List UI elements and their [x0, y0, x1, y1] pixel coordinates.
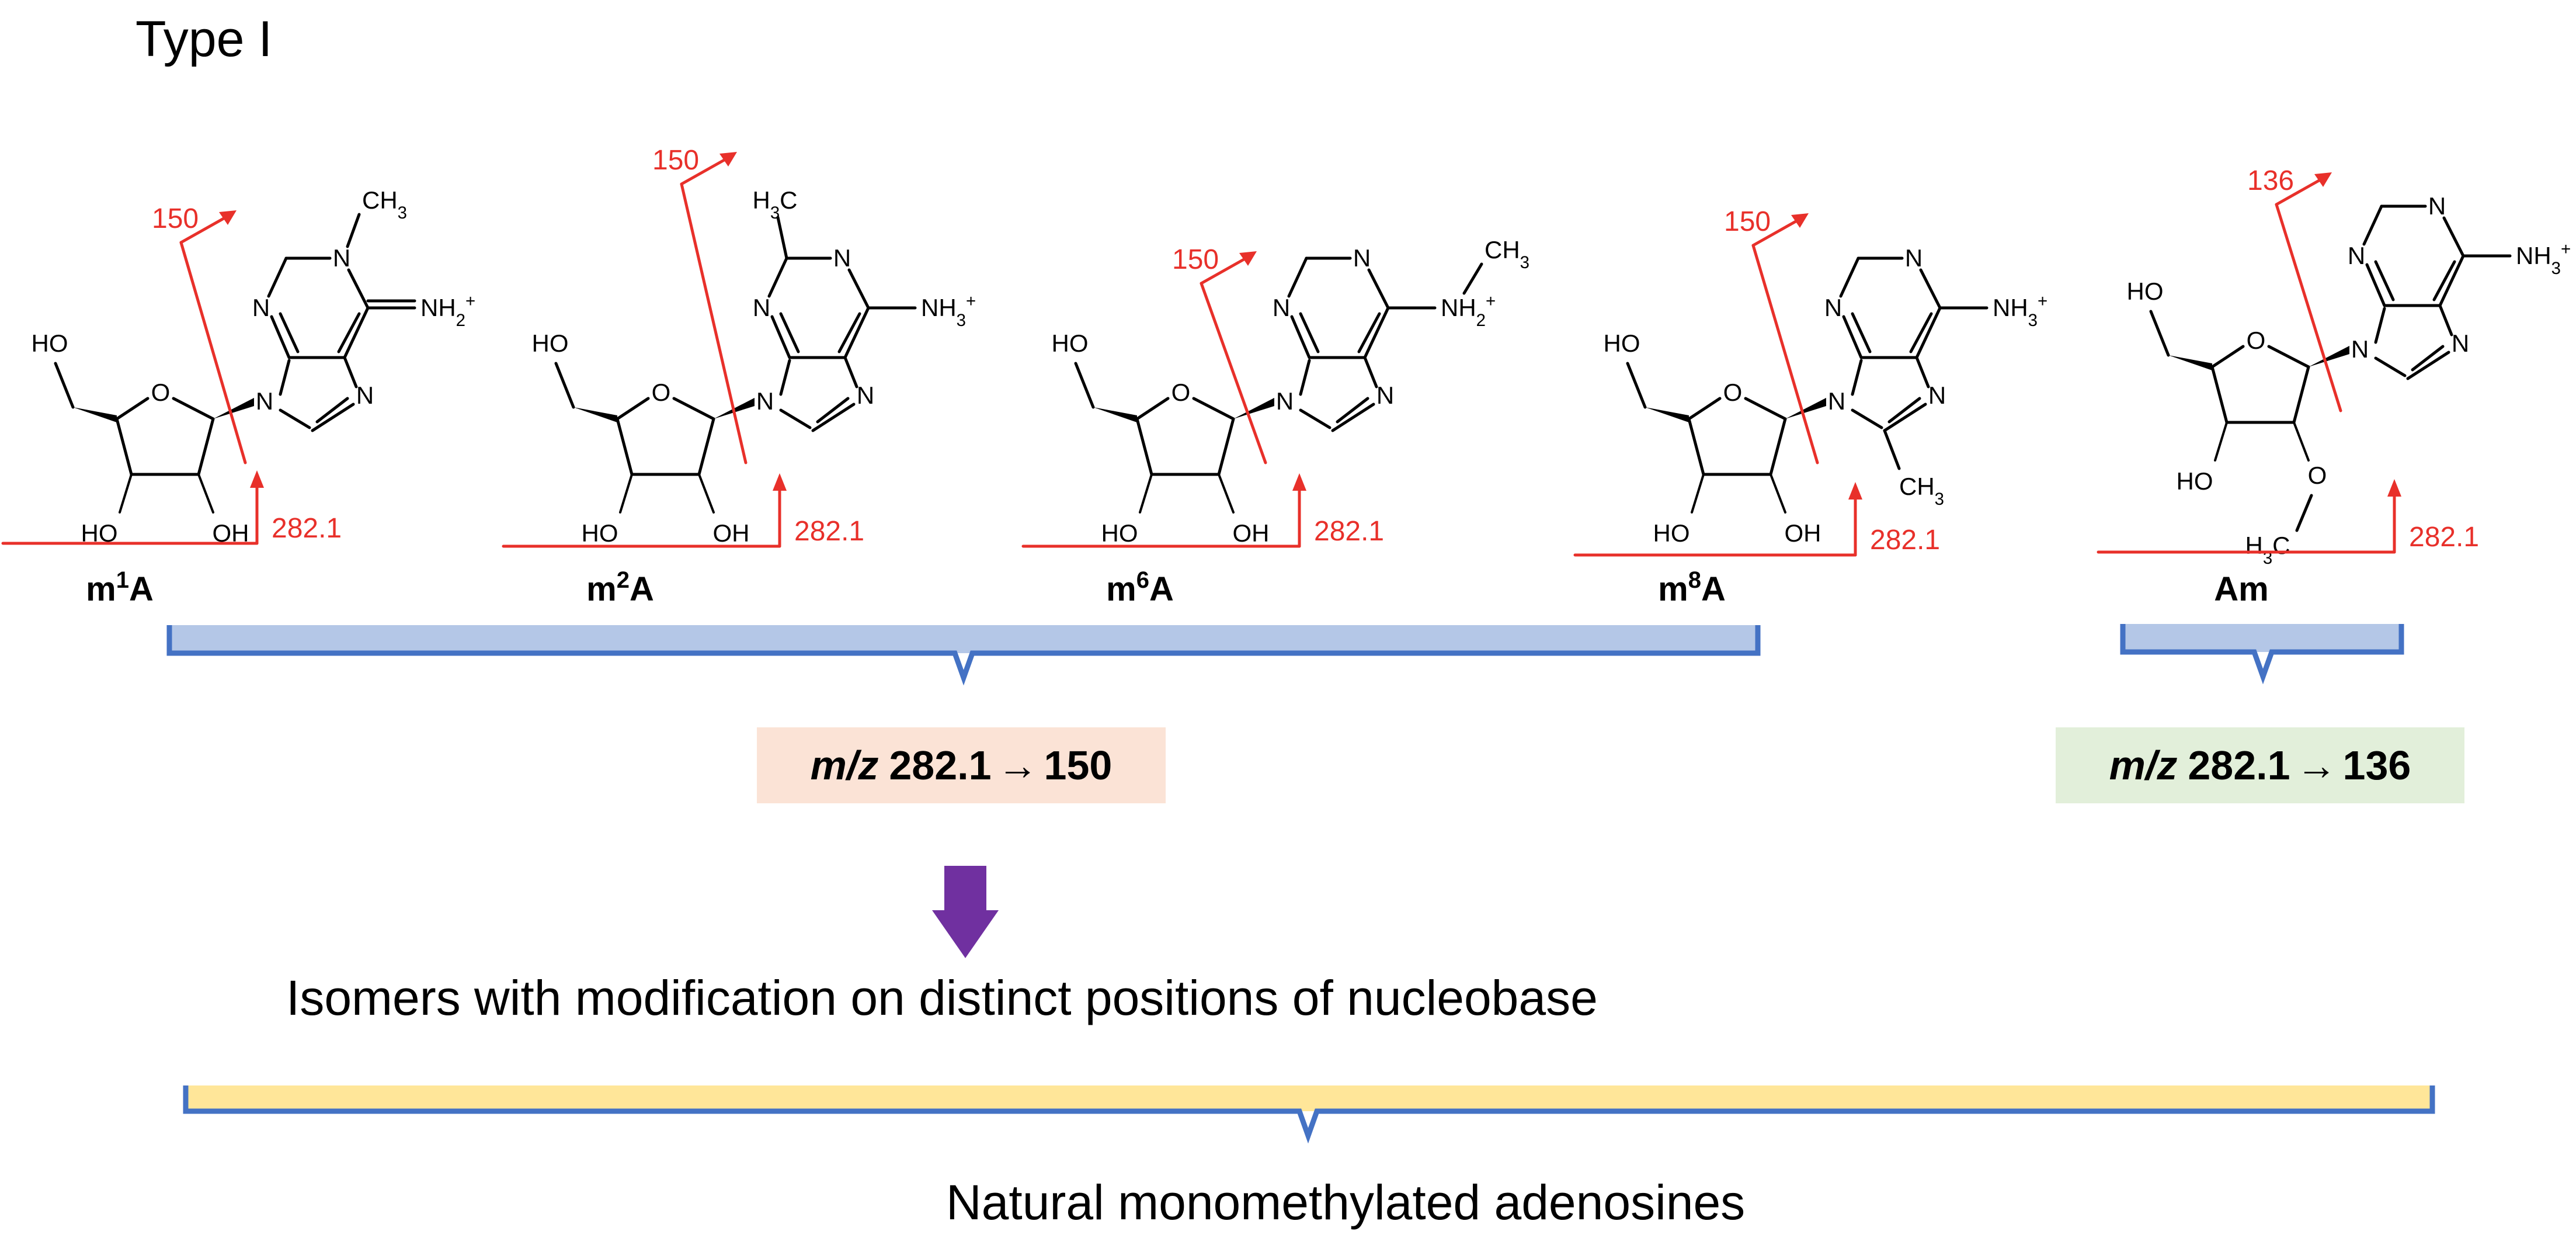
n3-label: N	[1824, 294, 1842, 321]
fragmentation-m8A: 150 282.1	[1573, 206, 1940, 557]
fragmentation-m2A: 150 282.1	[502, 145, 864, 548]
fragment-ion-label: 136	[2247, 165, 2294, 196]
fragment-ion-label: 150	[652, 145, 699, 176]
molecule-name-label: Am	[2214, 570, 2268, 608]
isomers-caption: Isomers with modification on distinct po…	[286, 970, 1598, 1025]
n9-label: N	[756, 387, 774, 415]
natural-caption: Natural monomethylated adenosines	[946, 1175, 1746, 1230]
n3-label: N	[1273, 294, 1290, 321]
fragment-ion-label: 150	[1172, 244, 1219, 275]
n1-label: N	[2428, 192, 2446, 220]
n3-label: N	[2348, 242, 2365, 269]
fragmentation-Am: 136 282.1	[2097, 165, 2479, 554]
ring-oxygen-label: O	[2247, 327, 2266, 354]
n7-label: N	[1928, 381, 1946, 409]
parent-ion-label: 282.1	[794, 516, 864, 547]
methyl-label: H3C	[752, 186, 797, 223]
parent-ion-label: 282.1	[2409, 522, 2479, 553]
transition-box-150: m/z 282.1 → 150	[757, 727, 1166, 803]
parent-ion-label: 282.1	[1314, 516, 1384, 547]
methyl-label: CH3	[1899, 473, 1944, 509]
n1-label: N	[833, 244, 851, 272]
ring-oxygen-label: O	[151, 379, 171, 406]
hydroxyl-label: OH	[713, 519, 750, 547]
hydroxyl-label: OH	[1785, 519, 1821, 547]
molecule-m2A: O HO HO OH N N N N NH3+ H3C 150 282.1 m2A	[502, 145, 976, 608]
down-arrow-icon	[932, 866, 999, 958]
n9-label: N	[1828, 387, 1845, 415]
hydroxyl-label: HO	[532, 330, 569, 357]
fragment-ion-label: 150	[1724, 206, 1771, 237]
molecule-name-label: m8A	[1658, 567, 1726, 608]
amine-label: NH3+	[1993, 292, 2047, 330]
n7-label: N	[857, 381, 874, 409]
hydroxyl-label: HO	[1653, 519, 1690, 547]
ring-oxygen-label: O	[1171, 379, 1191, 406]
n7-label: N	[1376, 381, 1394, 409]
fragmentation-m1A: 150 282.1	[1, 203, 342, 545]
hydroxyl-label: OH	[1233, 519, 1270, 547]
n1-label: N	[333, 244, 350, 272]
n1-label: N	[1905, 244, 1923, 272]
hydroxyl-label: HO	[582, 519, 618, 547]
n9-label: N	[2351, 335, 2369, 363]
hydroxyl-label: HO	[1604, 330, 1640, 357]
parent-ion-label: 282.1	[272, 513, 342, 544]
n9-label: N	[1276, 387, 1294, 415]
methoxy-oxygen-label: O	[2308, 462, 2327, 489]
molecule-name-label: m2A	[586, 567, 654, 608]
methyl-label: CH3	[1485, 236, 1529, 272]
molecule-Am: O HO HO O H3C N N N N NH3+ 136 282.1Am	[2097, 165, 2571, 608]
amine-label: NH2+	[420, 292, 475, 330]
molecule-name-label: m1A	[86, 567, 154, 608]
n7-label: N	[356, 381, 374, 409]
isomer-bracket	[166, 625, 1761, 686]
n3-label: N	[753, 294, 770, 321]
methyl-label: H3C	[2245, 532, 2290, 568]
hydroxyl-label: HO	[2177, 467, 2213, 495]
n1-label: N	[1353, 244, 1371, 272]
molecule-m8A: O HO HO OH N N N N NH3+ CH3 150 282.1 m8A	[1573, 206, 2047, 608]
amine-label: NH3+	[921, 292, 976, 330]
natural-bracket	[183, 1085, 2435, 1144]
hydroxyl-label: HO	[32, 330, 68, 357]
figure-title: Type I	[135, 11, 273, 67]
parent-ion-label: 282.1	[1870, 525, 1940, 556]
hydroxyl-label: HO	[1052, 330, 1089, 357]
hydroxyl-label: HO	[1101, 519, 1138, 547]
fragmentation-m6A: 150 282.1	[1021, 244, 1384, 548]
n7-label: N	[2452, 330, 2469, 357]
n3-label: N	[252, 294, 270, 321]
ring-oxygen-label: O	[1723, 379, 1743, 406]
am-bracket	[2120, 624, 2404, 685]
molecule-name-label: m6A	[1106, 567, 1174, 608]
transition-box-136: m/z 282.1 → 136	[2056, 727, 2464, 803]
fragment-ion-label: 150	[152, 203, 199, 234]
molecule-m6A: O HO HO OH N N N N NH2+ CH3 150 282.1 m6A	[1021, 236, 1529, 608]
amine-label: NH2+	[1441, 292, 1496, 330]
ring-oxygen-label: O	[652, 379, 671, 406]
hydroxyl-label: HO	[2127, 278, 2164, 305]
methyl-label: CH3	[362, 186, 407, 223]
n9-label: N	[256, 387, 273, 415]
amine-label: NH3+	[2516, 240, 2571, 278]
